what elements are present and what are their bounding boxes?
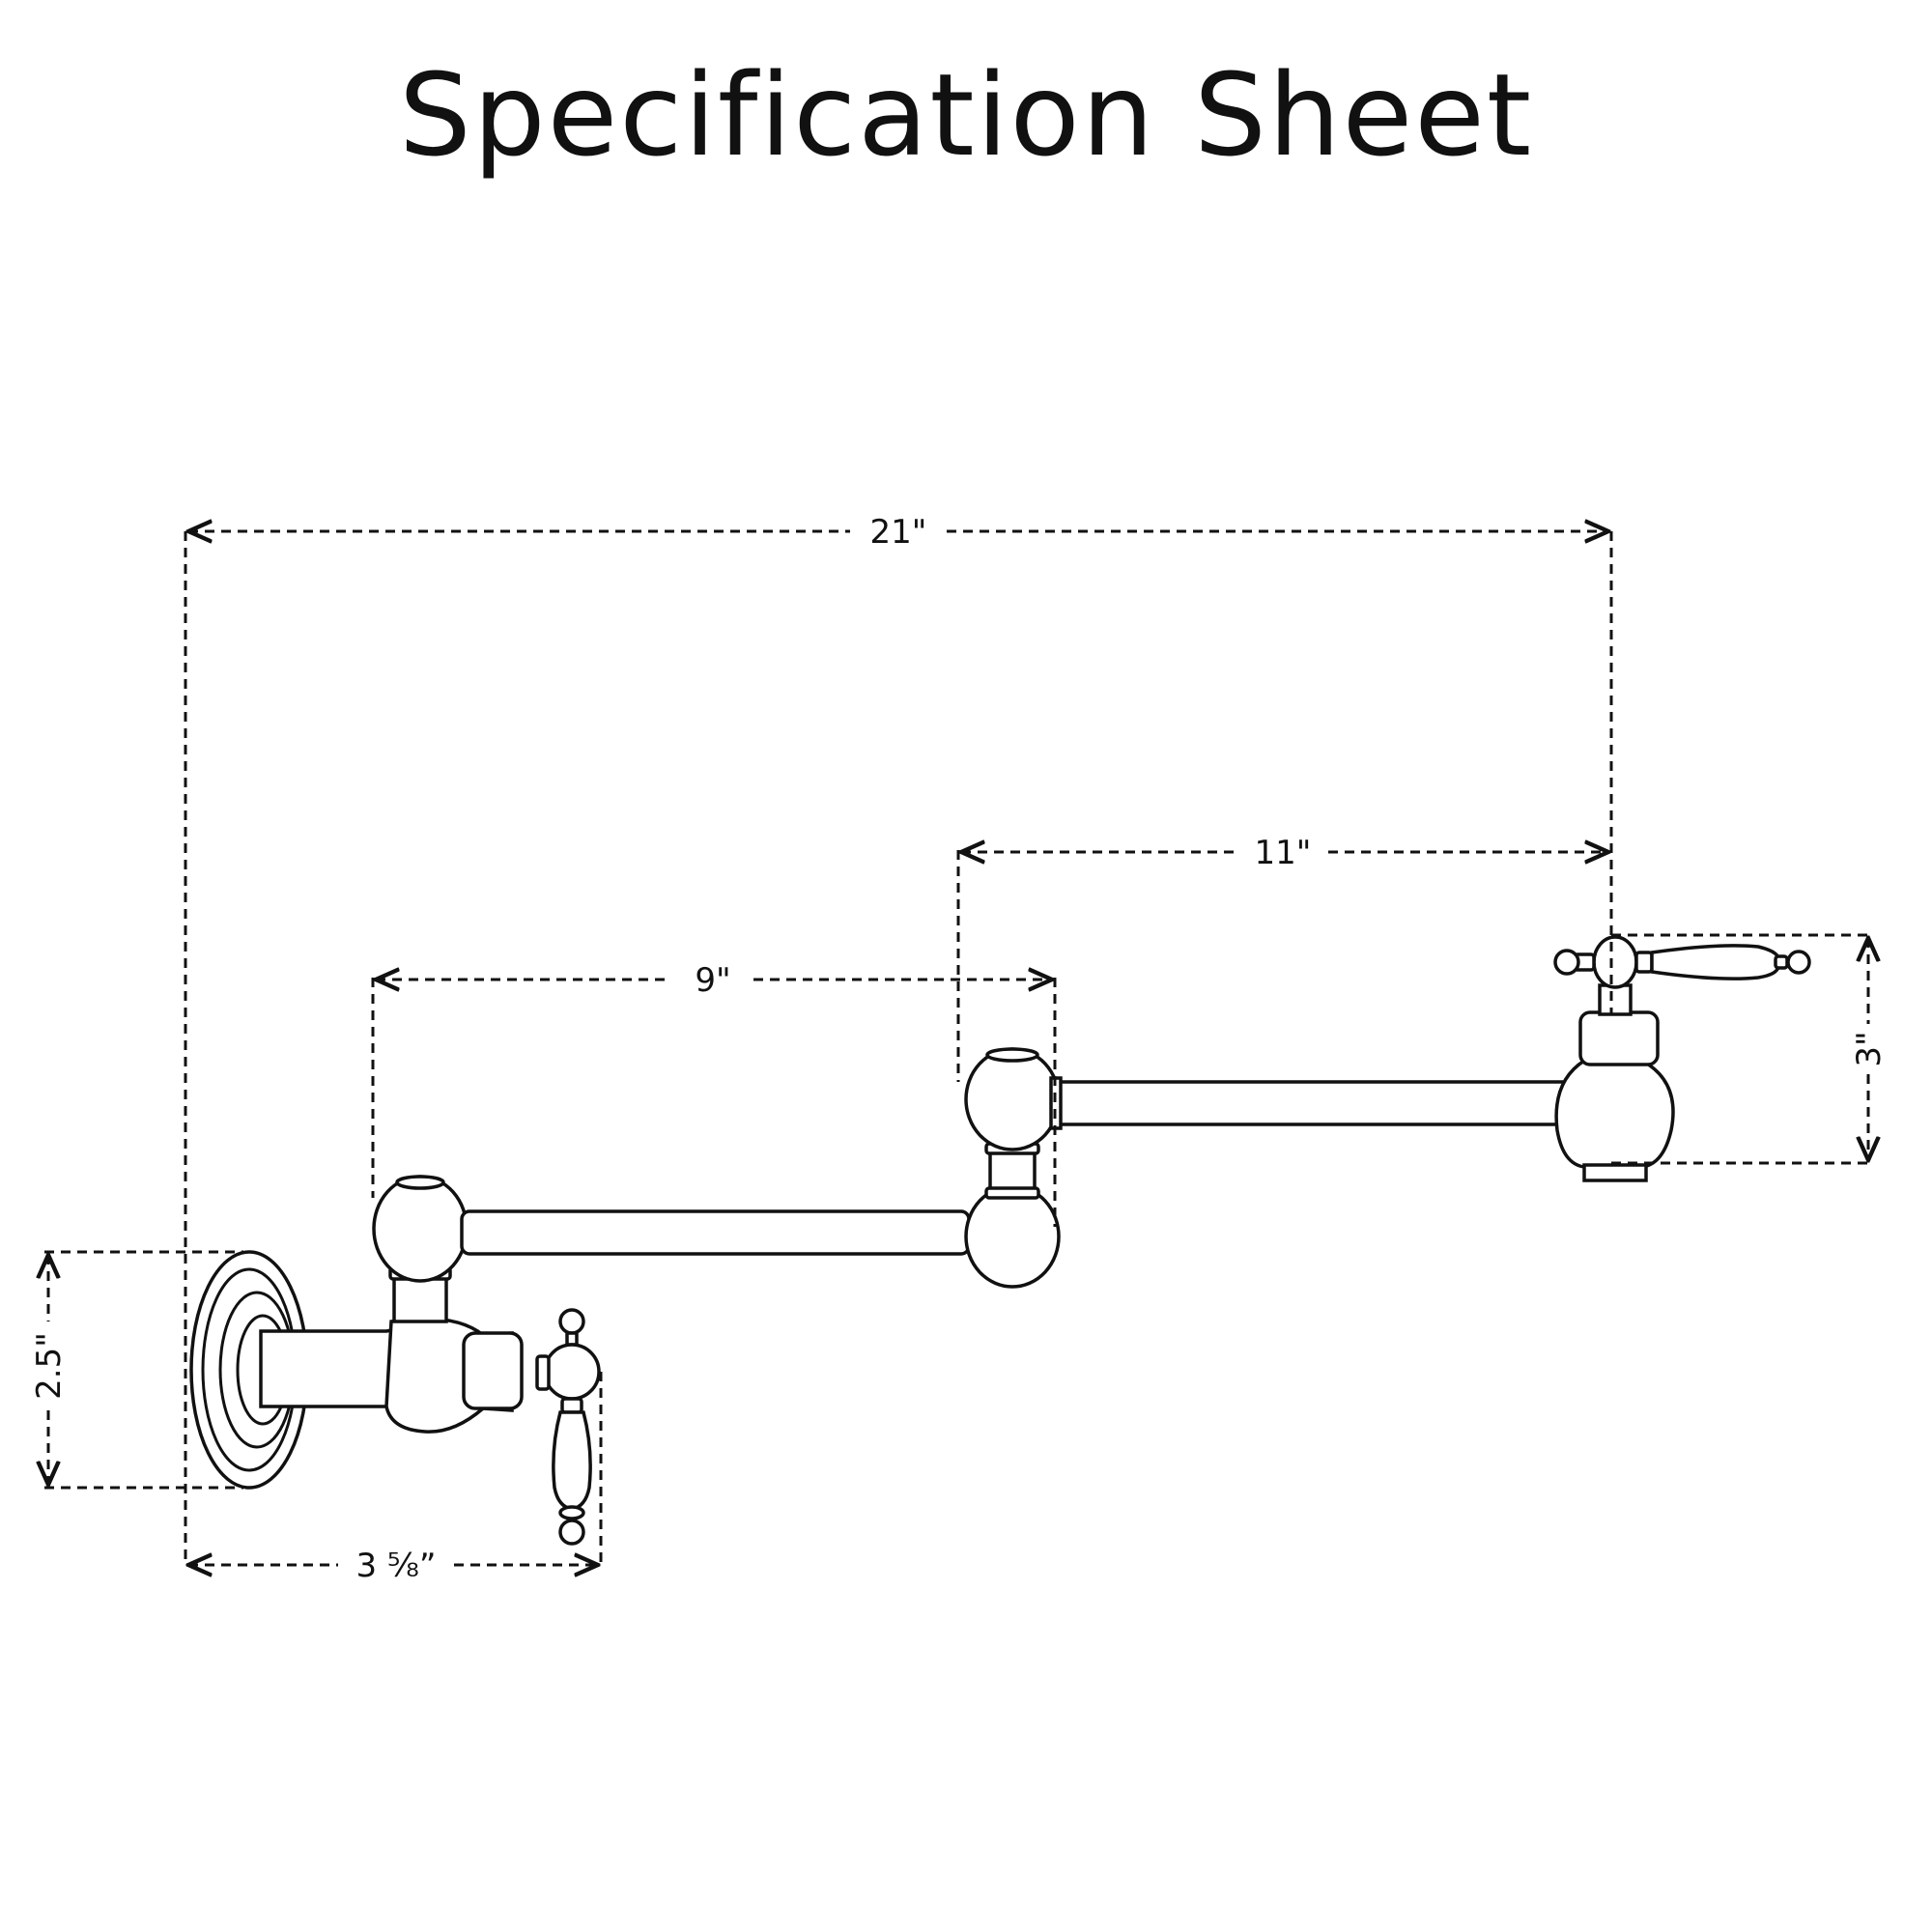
dimension-label-21in: 21" — [870, 513, 927, 552]
arm-2 — [1051, 1080, 1577, 1126]
knuckle-2-lower — [964, 1184, 1061, 1289]
knuckle-neck — [988, 1148, 1037, 1194]
dimension-11in: 11" — [956, 834, 1608, 1082]
spout-body — [1554, 1059, 1675, 1169]
dimension-3-5-8in: 3 ⅝” — [188, 1372, 603, 1585]
knuckle-2-upper — [964, 1047, 1061, 1151]
dimension-9in: 9" — [371, 961, 1057, 1227]
faucet-body — [189, 935, 1675, 1490]
dimension-3in: 3" — [1611, 933, 1889, 1165]
top-valve-hub — [1592, 935, 1638, 989]
valve-bonnet — [462, 1331, 524, 1410]
dimension-label-2-5in: 2.5" — [30, 1332, 69, 1400]
dimension-annotations: 21" 11" 9" 3" — [30, 513, 1889, 1585]
aerator — [1582, 1163, 1648, 1182]
spout-collar — [1578, 1010, 1660, 1066]
knuckle-1 — [372, 1175, 469, 1283]
spout-stem — [1598, 983, 1633, 1016]
lower-lever-handle — [535, 1308, 601, 1546]
dimension-label-11in: 11" — [1255, 834, 1312, 872]
arm-1 — [460, 1209, 971, 1256]
dimension-label-3in: 3" — [1850, 1031, 1889, 1066]
page-title: Specification Sheet — [398, 48, 1534, 182]
top-lever-handle — [1650, 944, 1811, 980]
dimension-label-9in: 9" — [695, 961, 730, 1000]
dimension-2-5in: 2.5" — [30, 1250, 243, 1490]
lower-neck — [392, 1275, 448, 1323]
dimension-label-3-5-8in: 3 ⅝” — [355, 1547, 436, 1585]
